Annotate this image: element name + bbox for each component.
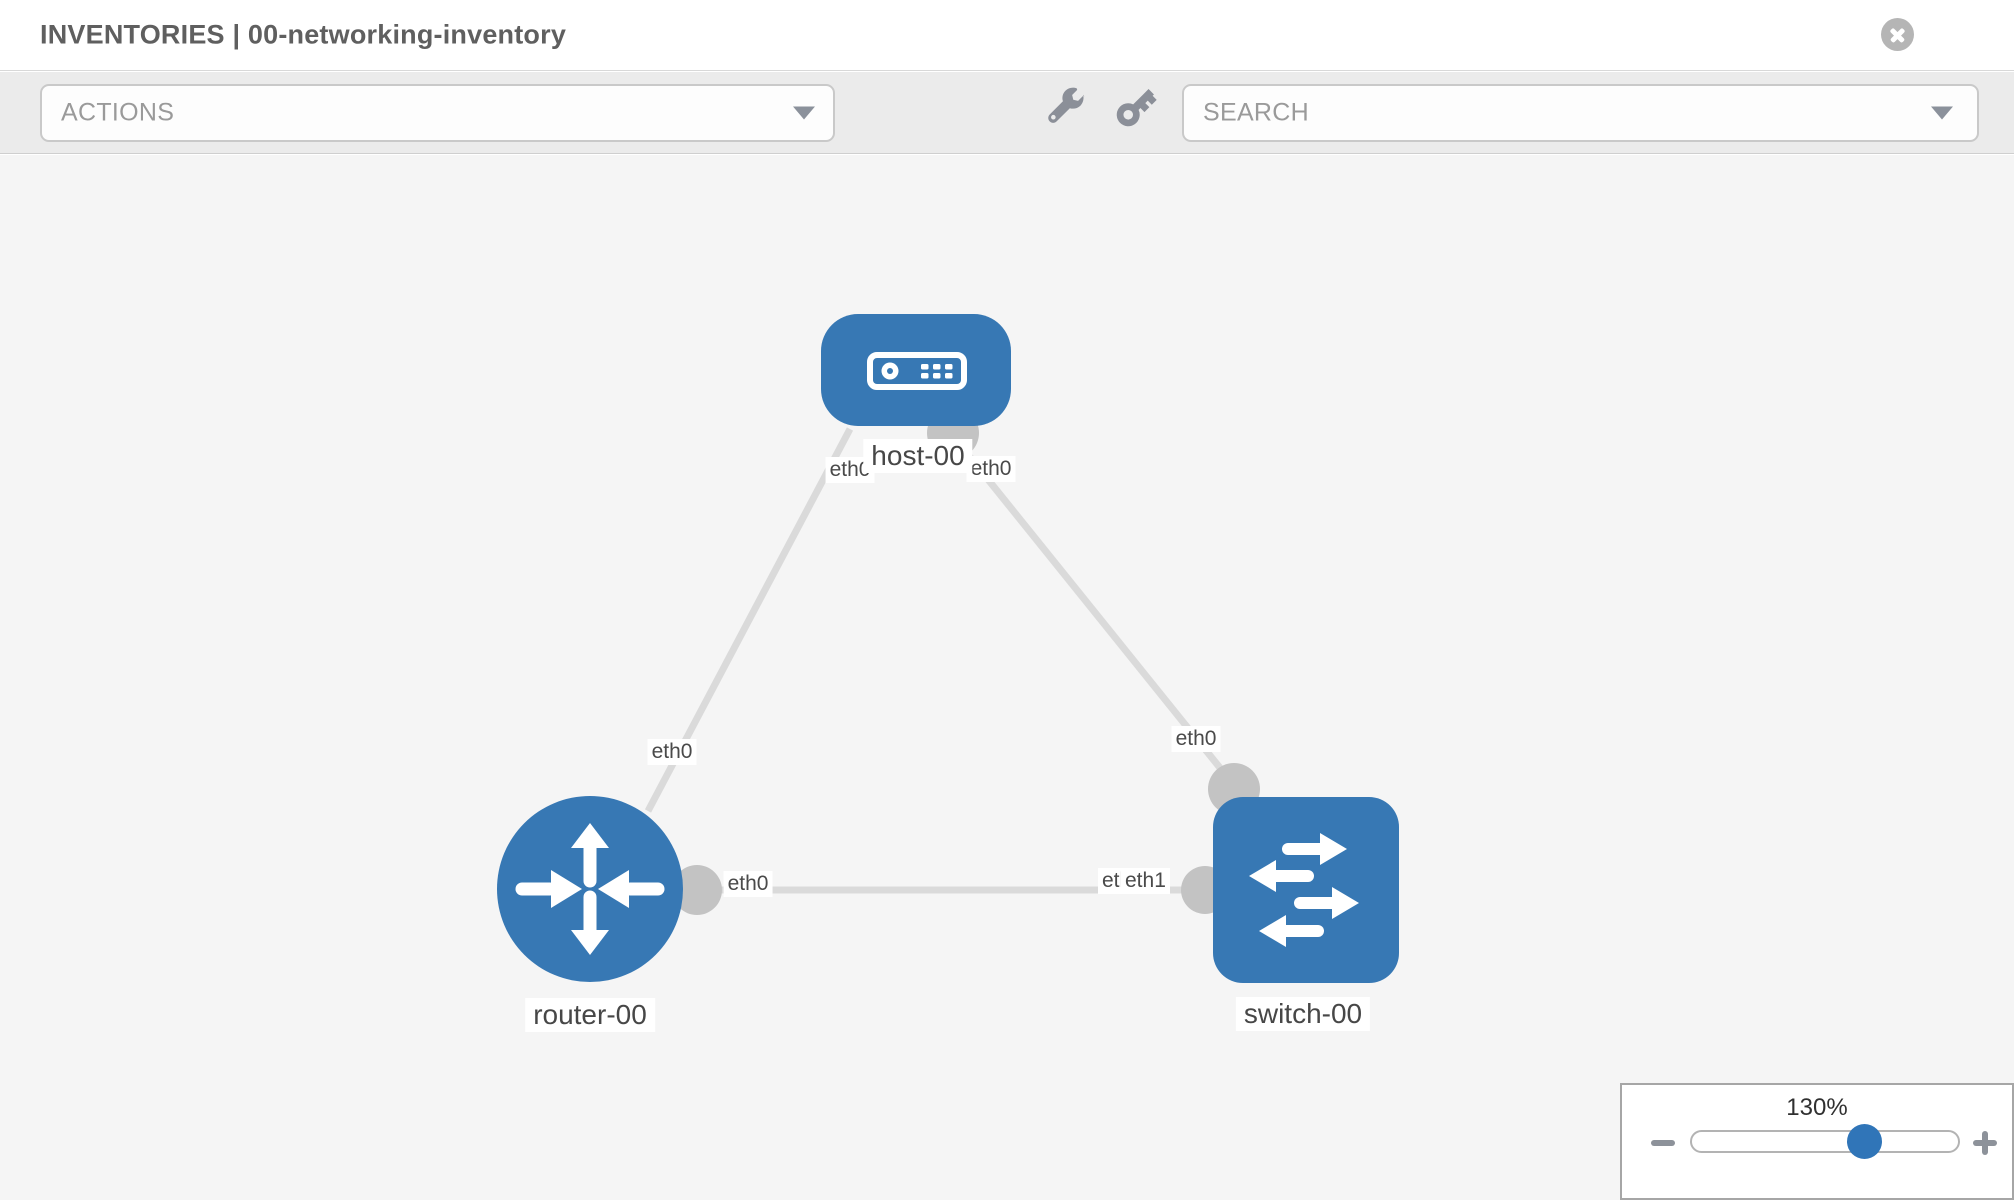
interface-dots [672, 407, 1260, 915]
toolbar: ACTIONS SEARCH [0, 72, 2014, 154]
node-label-host: host-00 [863, 439, 973, 474]
zoom-slider-track[interactable] [1690, 1130, 1960, 1153]
topology-canvas[interactable]: eth0 eth0 eth0 eth0 eth0 eth0 eth1 host-… [0, 155, 2014, 1200]
interface-label: eth0 [723, 871, 773, 898]
page-title: INVENTORIES | 00-networking-inventory [40, 19, 567, 50]
interface-label: eth0 [966, 456, 1016, 483]
header-bar: INVENTORIES | 00-networking-inventory [0, 0, 2014, 71]
chevron-down-icon [793, 106, 815, 120]
zoom-out-button[interactable] [1648, 1127, 1678, 1157]
topology-svg [497, 314, 1399, 983]
interface-label: eth0 [647, 739, 697, 766]
search-placeholder: SEARCH [1203, 98, 1309, 127]
node-host[interactable] [821, 314, 1011, 426]
zoom-slider-handle[interactable] [1847, 1124, 1882, 1159]
links [644, 427, 1240, 894]
zoom-level-value: 130% [1786, 1094, 1848, 1121]
interface-label: eth0 [1171, 726, 1221, 753]
node-label-router: router-00 [525, 998, 655, 1033]
close-icon[interactable] [1881, 18, 1914, 51]
interface-dot [672, 865, 722, 915]
credentials-button[interactable] [1112, 85, 1158, 131]
zoom-in-button[interactable] [1970, 1127, 2000, 1157]
minus-icon [1651, 1139, 1675, 1146]
key-icon [1116, 89, 1157, 127]
zoom-control-panel: 130% [1620, 1083, 2014, 1200]
node-label-switch: switch-00 [1235, 997, 1371, 1032]
router-icon [515, 823, 665, 955]
node-switch[interactable] [1213, 797, 1399, 983]
switch-icon [1249, 833, 1359, 947]
interface-label: eth1 [1121, 868, 1170, 895]
actions-dropdown[interactable]: ACTIONS [40, 84, 835, 142]
plus-icon [1982, 1130, 1988, 1155]
node-router[interactable] [497, 796, 683, 982]
wrench-icon [1048, 87, 1085, 123]
search-dropdown[interactable]: SEARCH [1182, 84, 1979, 142]
configure-button[interactable] [1043, 85, 1089, 131]
chevron-down-icon [1931, 106, 1953, 120]
actions-dropdown-label: ACTIONS [61, 98, 175, 127]
host-icon [867, 352, 967, 390]
